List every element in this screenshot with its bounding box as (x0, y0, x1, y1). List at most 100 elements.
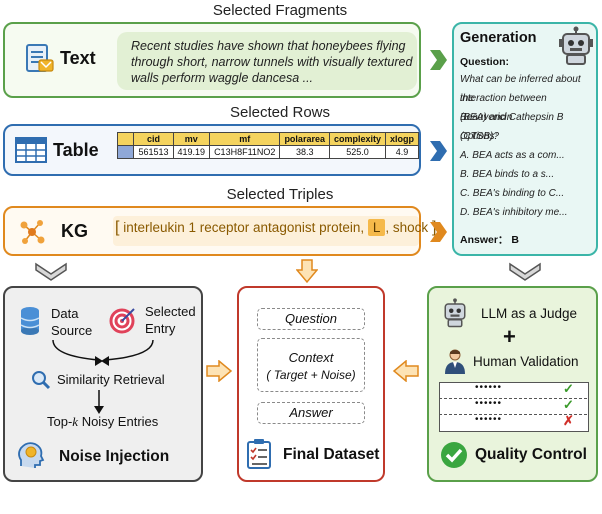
answer-line: Answer： B (460, 232, 519, 247)
option-item: C. BEA's binding to C... (460, 188, 565, 199)
generation-box: Generation Question: What can be inferre… (452, 22, 598, 256)
quality-control-title: Quality Control (475, 446, 587, 463)
validation-row-text: •••••• (475, 382, 503, 393)
validation-row-text: •••••• (475, 398, 503, 409)
validation-table (439, 382, 589, 432)
topk-suffix: Noisy Entries (78, 414, 159, 429)
answer-value: B (511, 234, 519, 246)
triple-head: interleukin 1 receptor antagonist protei… (123, 220, 365, 235)
table-cell: 419.19 (172, 145, 211, 159)
text-label: Text (60, 48, 96, 68)
database-icon (20, 307, 40, 335)
final-question-field: Question (257, 308, 365, 330)
arrow-right-orange-icon (430, 222, 447, 242)
llm-judge-label: LLM as a Judge (481, 306, 578, 321)
option-item: D. BEA's inhibitory me... (460, 207, 568, 218)
table-header-cell: cid (133, 132, 174, 146)
human-validation-label: Human Validation (473, 354, 579, 369)
answer-label: Answer： (460, 234, 509, 246)
table-header-cell: mf (209, 132, 281, 146)
check-circle-icon (441, 442, 467, 468)
magnifier-icon (32, 371, 51, 390)
table-cell: 525.0 (328, 145, 387, 159)
topk-prefix: Top- (47, 414, 73, 429)
chevron-down-right-icon (509, 262, 541, 281)
arrow-down-orange-icon (296, 259, 318, 284)
table-cell: 38.3 (279, 145, 330, 159)
final-dataset-title: Final Dataset (283, 446, 380, 463)
kg-box: KG [ interleukin 1 receptor antagonist p… (3, 206, 436, 256)
table-header-row: cid mv mf polararea complexity xlogp (116, 132, 419, 146)
table-header-cell: xlogp (385, 132, 419, 146)
triple-open-bracket: [ (115, 219, 120, 236)
table-cell: 561513 (133, 145, 174, 159)
kg-label: KG (61, 221, 88, 241)
final-answer-field: Answer (257, 402, 365, 424)
triple-tail: , shock (385, 220, 429, 235)
triples-title: Selected Triples (226, 186, 334, 203)
table-corner-cell (116, 132, 135, 146)
option-item: B. BEA binds to a s... (460, 169, 555, 180)
validation-row-divider (439, 414, 587, 415)
merge-arrows (52, 340, 154, 366)
table-row-marker (116, 145, 135, 159)
brain-head-icon (18, 442, 45, 468)
triple-relation: L (367, 219, 386, 236)
noise-injection-title: Noise Injection (59, 448, 170, 465)
similarity-retrieval-label: Similarity Retrieval (57, 372, 165, 387)
checklist-icon (247, 439, 271, 469)
human-validator-icon (445, 349, 465, 374)
check-mark-icon: ✓ (563, 381, 574, 396)
arrow-right-green-icon (430, 50, 447, 70)
validation-row-text: •••••• (475, 414, 503, 425)
arrow-left-to-final-icon (392, 360, 419, 382)
table-row: 561513 419.19 C13H8F11NO2 38.3 525.0 4.9 (116, 145, 419, 159)
table-cell: 4.9 (385, 145, 419, 159)
table-header-cell: mv (172, 132, 211, 146)
generation-title: Generation (460, 30, 537, 46)
option-item: A. BEA acts as a com... (460, 150, 565, 161)
table-label: Table (53, 140, 99, 160)
selected-entry-label-1: Selected (145, 304, 196, 319)
fragment-quote: Recent studies have shown that honeybees… (131, 39, 413, 85)
triple-text: [ interleukin 1 receptor antagonist prot… (115, 219, 436, 237)
final-context-label: Context (288, 350, 334, 365)
validation-row-divider (439, 398, 587, 399)
knowledge-graph-icon (20, 220, 45, 244)
fragment-quote-box (117, 32, 417, 90)
data-source-label-2: Source (51, 323, 93, 338)
table-box: Table cid mv mf polararea complexity xlo… (3, 124, 421, 176)
arrow-right-to-final-icon (206, 360, 233, 382)
final-dataset-box: Question Context ( Target + Noise) Answe… (237, 286, 385, 482)
options-label: Options: (460, 131, 498, 142)
topk-label: Top-k Noisy Entries (47, 414, 158, 430)
question-label: Question: (460, 56, 509, 68)
cross-mark-icon: ✗ (563, 413, 574, 428)
fragments-title: Selected Fragments (212, 2, 348, 19)
question-text-3: (BEA) and Cathepsin B (CTSB)? (460, 112, 564, 142)
robot-icon (559, 26, 593, 65)
table-icon (15, 137, 47, 163)
topk-k: k (72, 414, 79, 429)
noise-injection-box: Data Source Selected Entry Similarity Re… (3, 286, 203, 482)
data-table: cid mv mf polararea complexity xlogp 561… (116, 132, 419, 159)
final-context-field (257, 338, 365, 392)
data-source-label-1: Data (51, 306, 79, 321)
chevron-down-left-icon (35, 262, 67, 281)
rows-title: Selected Rows (229, 104, 331, 121)
text-document-icon (26, 44, 54, 72)
final-context-sub: ( Target + Noise) (266, 368, 356, 382)
target-icon (109, 308, 135, 334)
check-mark-icon: ✓ (563, 397, 574, 412)
selected-entry-label-2: Entry (145, 321, 176, 336)
table-header-cell: complexity (328, 132, 387, 146)
question-text-1: What can be inferred about the (460, 74, 581, 104)
robot-judge-icon (444, 298, 466, 328)
arrow-right-blue-icon (430, 141, 447, 161)
question-text-2: interaction between Beauvericin (460, 93, 547, 123)
plus-sign: + (503, 324, 516, 349)
text-box: Text Recent studies have shown that hone… (3, 22, 421, 98)
table-cell: C13H8F11NO2 (209, 145, 281, 159)
quality-control-box: LLM as a Judge + Human Validation ••••••… (427, 286, 598, 482)
down-arrow-icon (94, 390, 104, 414)
